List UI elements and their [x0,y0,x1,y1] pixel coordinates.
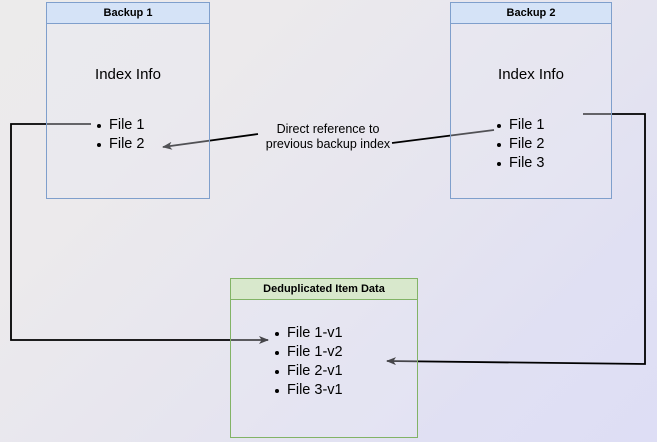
backup-2-index-info-label: Index Info [498,66,564,83]
node-deduplicated-item-data[interactable]: Deduplicated Item Data File 1-v1 File 1-… [230,278,418,438]
list-item: File 1-v1 [273,324,343,343]
list-item: File 1 [95,116,144,135]
backup-1-index-info-label: Index Info [95,66,161,83]
list-item: File 1 [495,116,544,135]
node-backup-2-header: Backup 2 [451,3,611,24]
list-item: File 3 [495,154,544,173]
node-backup-1[interactable]: Backup 1 Index Info File 1 File 2 [46,2,210,199]
node-dedup-body: File 1-v1 File 1-v2 File 2-v1 File 3-v1 [231,300,417,437]
node-backup-1-header: Backup 1 [47,3,209,24]
node-backup-2[interactable]: Backup 2 Index Info File 1 File 2 File 3 [450,2,612,199]
annotation-direct-reference: Direct reference to previous backup inde… [265,122,391,151]
list-item: File 2 [95,135,144,154]
list-item: File 3-v1 [273,381,343,400]
node-backup-1-body: Index Info File 1 File 2 [47,24,209,198]
node-dedup-header: Deduplicated Item Data [231,279,417,300]
list-item: File 2 [495,135,544,154]
list-item: File 1-v2 [273,343,343,362]
dedup-file-list: File 1-v1 File 1-v2 File 2-v1 File 3-v1 [273,324,343,400]
list-item: File 2-v1 [273,362,343,381]
node-backup-2-body: Index Info File 1 File 2 File 3 [451,24,611,198]
backup-2-file-list: File 1 File 2 File 3 [495,116,544,173]
backup-1-file-list: File 1 File 2 [95,116,144,154]
